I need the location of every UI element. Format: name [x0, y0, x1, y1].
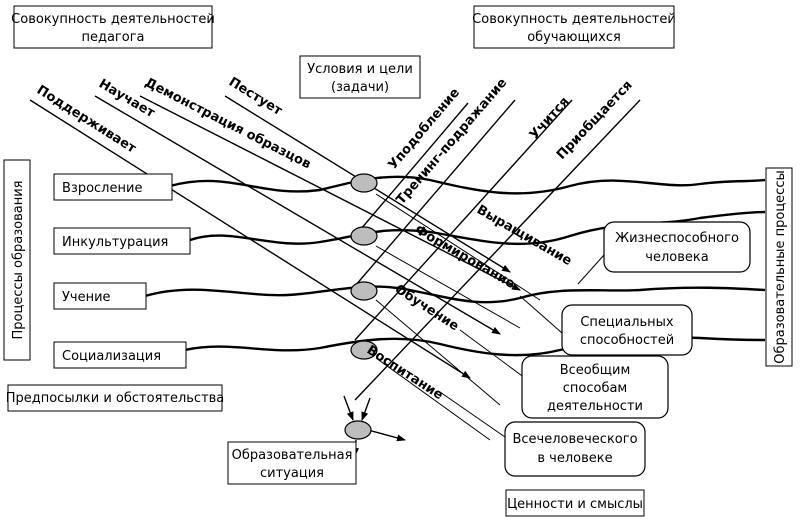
action-demonstration: Демонстрация образцов	[142, 75, 313, 172]
action-joins: Приобщается	[554, 78, 636, 163]
callout-1	[577, 254, 605, 285]
connector-3	[375, 299, 501, 406]
outcome-3-line-2: способам	[563, 381, 628, 396]
outcome-2-line-2: способностей	[580, 333, 674, 348]
node-3	[350, 281, 378, 301]
student-activities-line-2: обучающихся	[527, 30, 621, 45]
outcome-2-line-1: Специальных	[580, 315, 674, 330]
result-upbringing: Воспитание	[364, 343, 446, 404]
conditions-box: Условия и цели (задачи)	[299, 55, 421, 99]
process-line-4	[184, 336, 766, 357]
connector-2	[375, 245, 521, 329]
callout-4	[439, 391, 506, 438]
process-box-growing-up: Взросление	[53, 173, 173, 201]
node-1	[350, 173, 378, 193]
diag-demo	[139, 95, 521, 291]
outcome-box-universal-human: Всечеловеческого в человеке	[504, 421, 646, 477]
process-box-socialization: Социализация	[53, 341, 187, 369]
situation-arrow-in-2	[361, 397, 371, 421]
process-label-4: Социализация	[62, 349, 161, 364]
node-situation	[344, 420, 372, 440]
conditions-line-1: Условия и цели	[307, 62, 413, 77]
process-label-3: Учение	[62, 290, 111, 305]
node-2	[350, 226, 378, 246]
callout-3	[459, 329, 526, 379]
process-line-2	[189, 210, 766, 246]
process-label-2: Инкультурация	[62, 235, 168, 250]
process-line-3	[144, 285, 766, 304]
educational-processes-box: Образовательные процессы	[765, 167, 793, 367]
result-instruction: Обучение	[392, 282, 462, 335]
education-processes-label: Процессы образования	[11, 181, 26, 340]
process-box-learning: Учение	[53, 282, 147, 310]
process-label-1: Взросление	[62, 181, 142, 196]
outcome-4-line-1: Всечеловеческого	[512, 432, 637, 447]
outcome-box-universal-methods: Всеобщим способам деятельности	[521, 355, 669, 419]
node-4	[350, 340, 378, 360]
outcome-box-viable-person: Жизнеспособного человека	[603, 221, 751, 273]
teacher-activities-line-1: Совокупность деятельностей	[11, 12, 215, 27]
process-line-1	[169, 175, 766, 195]
diag-assimilation	[354, 102, 469, 237]
action-learns: Учится	[527, 94, 573, 142]
situation-line-1: Образовательная	[232, 448, 353, 463]
conditions-line-2: (задачи)	[331, 80, 389, 95]
student-activities-line-1: Совокупность деятельностей	[472, 12, 676, 27]
result-formation: Формирование	[412, 222, 518, 292]
action-nurtures: Пестует	[226, 75, 285, 119]
callout-2	[519, 295, 563, 334]
student-activities-box: Совокупность деятельностей обучающихся	[472, 5, 676, 49]
outcome-1-line-1: Жизнеспособного	[615, 231, 739, 246]
situation-arrow-out-1	[367, 429, 406, 442]
teacher-activities-box: Совокупность деятельностей педагога	[11, 5, 215, 49]
values-meanings-box: Ценности и смыслы	[505, 489, 645, 517]
educational-processes-label: Образовательные процессы	[773, 170, 788, 364]
outcome-1-line-2: человека	[645, 250, 708, 265]
diag-joins	[354, 99, 641, 401]
outcome-4-line-2: в человеке	[537, 451, 612, 466]
diag-training	[354, 99, 516, 287]
educational-situation-box: Образовательная ситуация	[227, 441, 357, 485]
education-processes-box: Процессы образования	[3, 159, 31, 361]
outcome-3-line-1: Всеобщим	[560, 363, 631, 378]
diag-teach	[94, 95, 501, 335]
prerequisites-box: Предпосылки и обстоятельства	[6, 384, 225, 412]
teacher-activities-line-2: педагога	[81, 30, 144, 45]
process-box-inculturation: Инкультурация	[53, 227, 191, 255]
diag-support	[29, 99, 471, 379]
diag-learns	[354, 99, 573, 341]
prerequisites-label: Предпосылки и обстоятельства	[6, 391, 225, 406]
situation-arrow-in-1	[343, 395, 354, 421]
situation-line-2: ситуация	[260, 466, 324, 481]
outcome-3-line-3: деятельности	[547, 399, 643, 414]
connector-1	[375, 193, 541, 301]
connector-4	[375, 357, 491, 441]
outcome-box-special-abilities: Специальных способностей	[561, 304, 693, 356]
values-meanings-label: Ценности и смыслы	[507, 497, 643, 512]
